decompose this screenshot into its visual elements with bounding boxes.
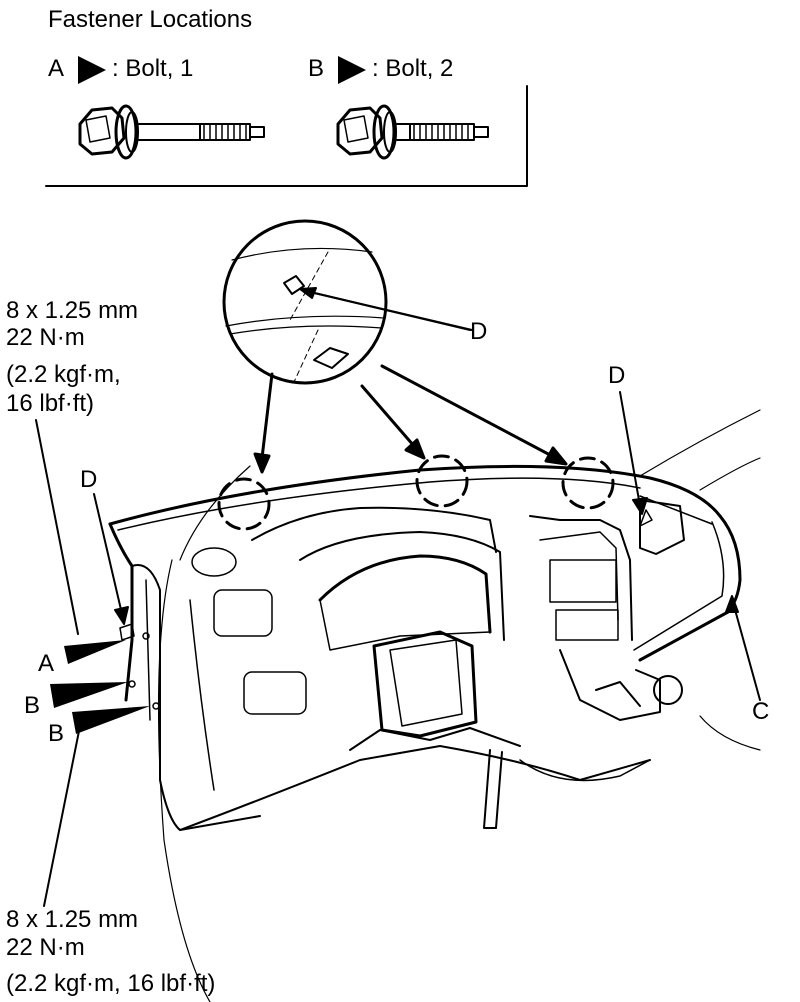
spec-top-line-4: 16 lbf·ft) [6, 390, 95, 417]
spec-bottom-line-3: (2.2 kgf·m, 16 lbf·ft) [6, 970, 216, 997]
spec-bottom-line-1: 8 x 1.25 mm [6, 906, 139, 933]
bolt-2-icon [336, 104, 489, 160]
spec-bottom-line-2: 22 N·m [6, 934, 85, 961]
dashboard-outline [108, 409, 761, 1002]
arrow-b-icon [338, 56, 366, 84]
legend-text-bolt-1: : Bolt, 1 [112, 55, 194, 82]
callout-c: C [752, 698, 770, 725]
legend-arrow-icons [78, 56, 366, 84]
legend-text-bolt-2: : Bolt, 2 [372, 55, 454, 82]
callout-b-1: B [24, 692, 41, 719]
arrow-b1-location-icon [50, 682, 128, 708]
spec-top-line-2: 22 N·m [6, 324, 85, 351]
callout-a: A [38, 650, 55, 677]
legend-letter-b: B [308, 55, 325, 82]
legend-letter-a: A [48, 55, 65, 82]
callout-d-right: D [608, 362, 626, 389]
legend-title: Fastener Locations [48, 6, 253, 33]
spec-top-line-3: (2.2 kgf·m, [6, 361, 121, 388]
arrow-a-icon [78, 56, 106, 84]
legend-frame [45, 85, 528, 187]
callout-d-detail: D [470, 318, 488, 345]
callout-d-left: D [80, 466, 98, 493]
spec-top-line-1: 8 x 1.25 mm [6, 297, 139, 324]
mount-bolts [119, 623, 160, 710]
callout-b-2: B [48, 720, 65, 747]
arrow-a-location-icon [64, 640, 126, 664]
callout-leaders [35, 291, 761, 907]
detail-magnifier [222, 219, 471, 385]
bolt-1-icon [78, 104, 265, 160]
fastener-arrows [50, 640, 150, 734]
detail-pointer-arrows [253, 364, 568, 474]
arrow-b2-location-icon [72, 706, 150, 734]
